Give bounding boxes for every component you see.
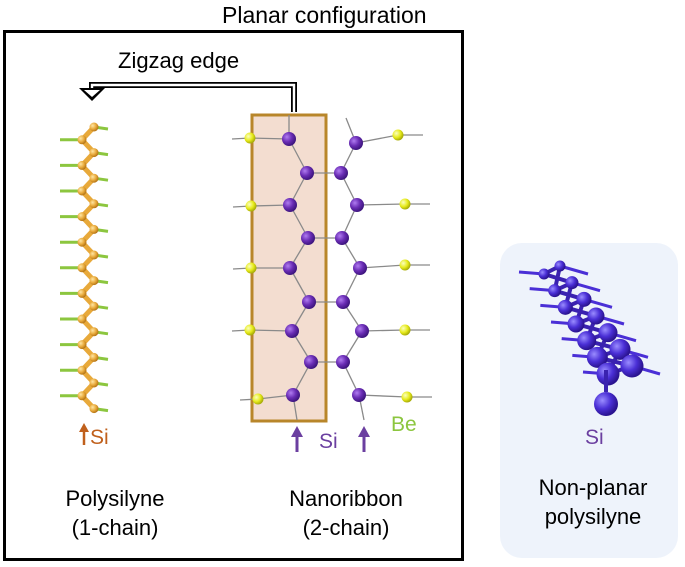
- si-atom: [89, 378, 99, 388]
- si-atom: [554, 260, 566, 272]
- si-atom: [594, 392, 618, 416]
- si-atom: [355, 324, 369, 338]
- si-arrow-left: [79, 423, 89, 445]
- si-atom: [353, 261, 367, 275]
- nanoribbon-caption-line1: Nanoribbon: [289, 486, 403, 511]
- polysilyne-caption: Polysilyne (1-chain): [20, 484, 210, 542]
- si-atom: [565, 276, 579, 290]
- bond: [359, 264, 406, 269]
- si-atom: [89, 224, 99, 234]
- si-atom: [89, 327, 99, 337]
- si-atom: [335, 231, 349, 245]
- non-planar-caption-line1: Non-planar: [538, 475, 648, 500]
- si-atom: [538, 268, 550, 280]
- si-atom: [301, 231, 315, 245]
- planar-configuration-frame: [3, 30, 464, 561]
- si-atom: [77, 314, 87, 324]
- si-atom: [336, 295, 350, 309]
- si-atom: [304, 355, 318, 369]
- si-atom: [286, 388, 300, 402]
- be-atom: [244, 132, 256, 144]
- si-label-middle: Si: [319, 430, 338, 453]
- be-label: Be: [391, 413, 417, 436]
- si-label-left: Si: [90, 426, 109, 449]
- nanoribbon-structure: [231, 115, 432, 421]
- si-atom: [302, 295, 316, 309]
- si-label-right: Si: [585, 426, 604, 449]
- si-atom: [609, 338, 631, 360]
- si-atom: [89, 352, 99, 362]
- si-atom: [349, 136, 363, 150]
- polysilyne-caption-line2: (1-chain): [71, 515, 159, 540]
- zigzag-edge-arrow: [79, 82, 297, 112]
- si-atom: [300, 166, 314, 180]
- si-atom: [89, 404, 99, 414]
- si-atom: [598, 323, 618, 343]
- zigzag-edge-label: Zigzag edge: [118, 48, 240, 73]
- be-atom: [399, 198, 411, 210]
- si-atom: [77, 340, 87, 350]
- si-atom: [77, 263, 87, 273]
- be-atom: [244, 324, 256, 336]
- si-atom: [77, 237, 87, 247]
- be-atom: [245, 262, 257, 274]
- si-atom: [620, 354, 644, 378]
- si-atom: [285, 324, 299, 338]
- si-atom: [352, 388, 366, 402]
- figure-title: Planar configuration: [222, 2, 427, 28]
- be-atom: [399, 324, 411, 336]
- si-atom: [576, 291, 592, 307]
- be-atom: [392, 129, 404, 141]
- non-planar-caption-line2: polysilyne: [544, 504, 642, 529]
- polysilyne-caption-line1: Polysilyne: [65, 486, 165, 511]
- non-planar-caption: Non-planar polysilyne: [508, 473, 678, 531]
- si-atom: [89, 173, 99, 183]
- si-atom: [336, 355, 350, 369]
- si-atom: [77, 212, 87, 222]
- be-atom: [252, 393, 264, 405]
- si-atom: [557, 299, 573, 315]
- be-atom: [401, 391, 413, 403]
- si-atom: [77, 391, 87, 401]
- si-atom: [77, 160, 87, 170]
- si-atom: [283, 261, 297, 275]
- si-atom: [586, 346, 608, 368]
- right-panel-background: [500, 243, 678, 558]
- si-atom: [77, 186, 87, 196]
- be-atom: [245, 200, 257, 212]
- si-atom: [567, 315, 585, 333]
- si-atom: [89, 250, 99, 260]
- si-atom: [282, 132, 296, 146]
- bond: [361, 329, 406, 332]
- be-atom: [399, 259, 411, 271]
- si-arrow-middle: [291, 426, 303, 452]
- si-atom: [577, 331, 597, 351]
- si-atom: [89, 148, 99, 158]
- bond: [358, 394, 408, 398]
- si-atom: [587, 307, 605, 325]
- si-atom: [77, 135, 87, 145]
- si-arrow-right: [358, 426, 370, 452]
- si-atom: [89, 301, 99, 311]
- nanoribbon-caption: Nanoribbon (2-chain): [246, 484, 446, 542]
- si-atom: [89, 199, 99, 209]
- polysilyne-chain: [60, 122, 109, 414]
- si-atom: [89, 122, 99, 132]
- non-planar-polysilyne-structure: [518, 260, 661, 416]
- si-atom: [283, 198, 297, 212]
- si-atom: [548, 284, 562, 298]
- nanoribbon-caption-line2: (2-chain): [302, 515, 390, 540]
- si-atom: [334, 166, 348, 180]
- bond: [355, 134, 399, 144]
- si-atom: [77, 365, 87, 375]
- si-atom: [350, 198, 364, 212]
- si-atom: [89, 276, 99, 286]
- bond: [249, 329, 293, 332]
- bond: [356, 203, 406, 206]
- si-atom: [77, 288, 87, 298]
